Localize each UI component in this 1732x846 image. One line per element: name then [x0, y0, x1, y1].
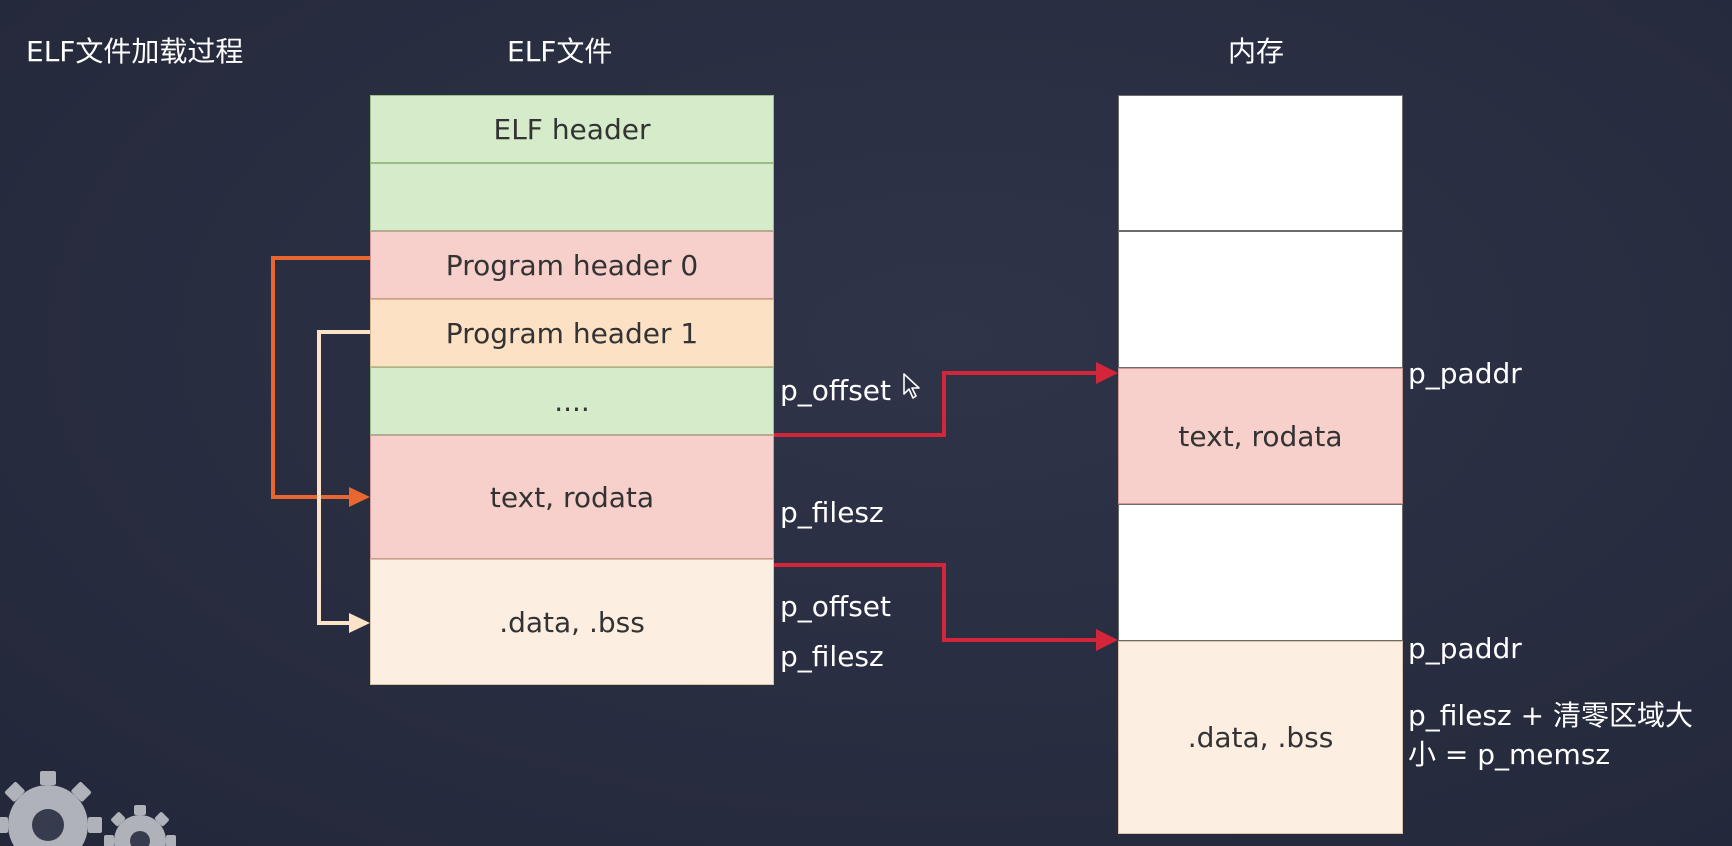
elf-text-rodata-label: text, rodata — [489, 480, 655, 514]
memory-free-block-3 — [1118, 504, 1403, 641]
elf-p-offset-label-1: p_offset — [780, 374, 891, 407]
elf-p-offset-label-2: p_offset — [780, 590, 891, 623]
elf-blank-block — [370, 163, 774, 231]
mouse-cursor-icon — [903, 373, 920, 399]
elf-header-label: ELF header — [493, 112, 651, 146]
memory-p-paddr-label-2: p_paddr — [1408, 632, 1522, 665]
memory-p-paddr-label-1: p_paddr — [1408, 357, 1522, 390]
elf-data-bss-label: .data, .bss — [499, 605, 645, 639]
program-header-1-block: Program header 1 — [370, 299, 774, 367]
program-header-0-label: Program header 0 — [445, 248, 699, 282]
elf-p-filesz-label-1: p_filesz — [780, 496, 884, 529]
memory-text-rodata-label: text, rodata — [1178, 419, 1343, 453]
program-header-0-block: Program header 0 — [370, 231, 774, 299]
ellipsis-block: .... — [370, 367, 774, 435]
ellipsis-label: .... — [554, 384, 590, 418]
elf-p-filesz-label-2: p_filesz — [780, 640, 884, 673]
memory-free-block-1 — [1118, 95, 1403, 231]
gears-icon — [0, 771, 176, 846]
memory-free-block-2 — [1118, 231, 1403, 368]
program-header-1-label: Program header 1 — [445, 316, 699, 350]
program-header-1-arrow — [317, 330, 370, 633]
memory-memsz-label-line2: 小 = p_memsz — [1408, 738, 1611, 771]
elf-file-title: ELF文件 — [507, 35, 613, 68]
memory-memsz-label-line1: p_filesz + 清零区域大 — [1408, 699, 1693, 732]
memory-data-bss-block: .data, .bss — [1118, 641, 1403, 834]
slide-title: ELF文件加载过程 — [26, 35, 244, 68]
memory-title: 内存 — [1228, 35, 1285, 68]
elf-data-bss-block: .data, .bss — [370, 559, 774, 685]
memory-data-bss-label: .data, .bss — [1187, 721, 1334, 754]
elf-header-block: ELF header — [370, 95, 774, 163]
elf-text-rodata-block: text, rodata — [370, 435, 774, 559]
memory-text-rodata-block: text, rodata — [1118, 368, 1403, 504]
program-header-0-arrow — [271, 256, 370, 507]
